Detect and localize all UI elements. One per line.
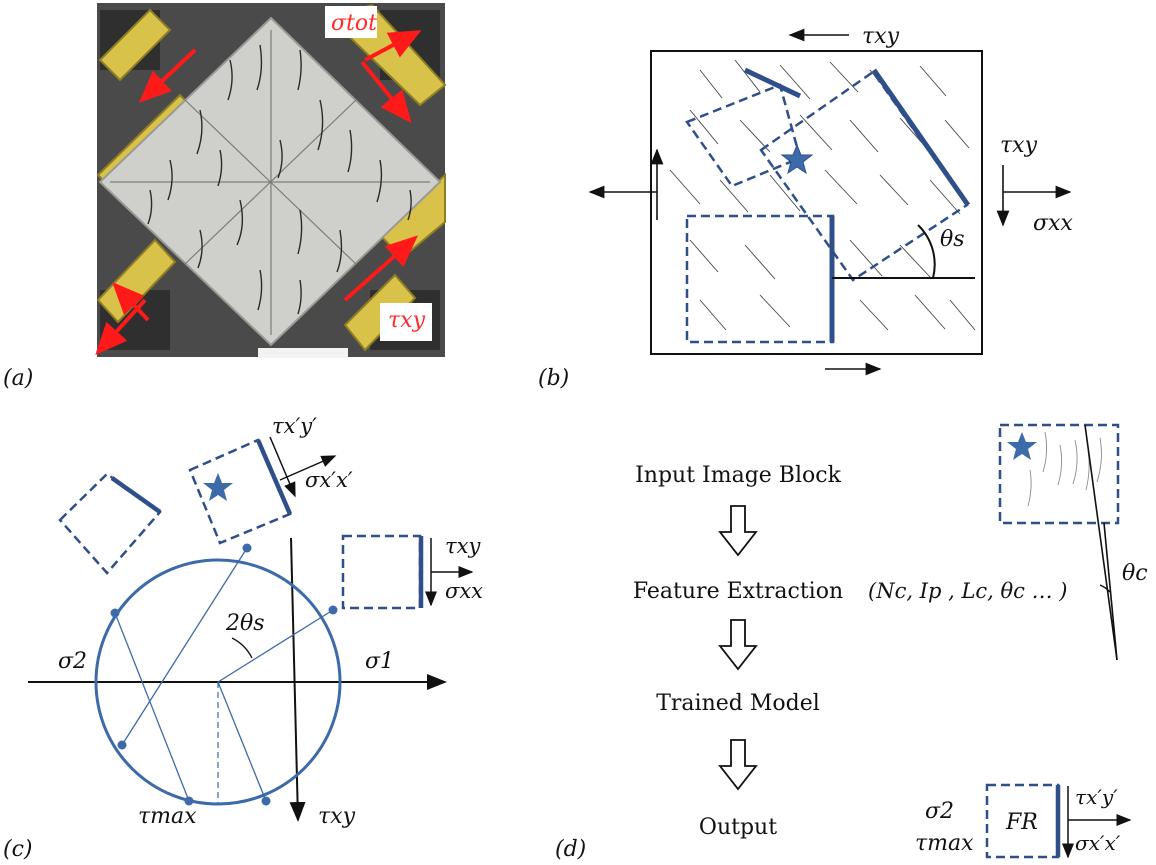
- element-rotated: [188, 438, 292, 545]
- element-right: [341, 534, 422, 610]
- specimen-square: [650, 50, 983, 355]
- star-icon: [780, 143, 814, 175]
- right-shear-label: τxy: [1000, 133, 1038, 158]
- block-rotated: [759, 70, 969, 282]
- panel-label-c: (c): [3, 837, 33, 862]
- tau-max-label: τmax: [138, 804, 197, 829]
- step-output: Output: [699, 815, 777, 840]
- rotated-shear-label: τx′y′: [272, 414, 317, 438]
- sigma2-label: σ2: [58, 649, 87, 674]
- output-shear-label: τx′y′: [1075, 785, 1118, 809]
- theta-s-label: θs: [940, 227, 965, 252]
- step-input-image-block: Input Image Block: [635, 463, 841, 488]
- right-normal-label: σxx: [1033, 211, 1073, 236]
- down-arrow-icon: [718, 505, 758, 791]
- right-element-normal-label: σxx: [445, 579, 483, 603]
- step-feature-extraction: Feature Extraction: [633, 579, 843, 604]
- panel-label-d: (d): [555, 837, 586, 862]
- panel-label-a: (a): [3, 366, 33, 391]
- output-element: FR τx′y′ σx′x′ σ2 τmax: [915, 783, 1132, 859]
- block-upper-left: [685, 83, 802, 188]
- panel-label-b: (b): [538, 366, 569, 391]
- step-trained-model: Trained Model: [656, 691, 820, 716]
- two-theta-s-label: 2θs: [225, 611, 265, 636]
- block-lower-left: [685, 214, 835, 344]
- panel-b: θs τxy τxy σxx: [588, 24, 1073, 376]
- tau-axis-label: τxy: [318, 804, 356, 829]
- element-left: [58, 472, 162, 575]
- panel-c: 2θs σ1 σ2 τmax τxy τx′y′ σx′x′ τxy σxx: [28, 414, 483, 829]
- rotated-normal-label: σx′x′: [305, 468, 353, 492]
- star-icon-c: [203, 473, 233, 501]
- features-label: (Nc, Ip , Lc, θc … ): [868, 579, 1067, 603]
- star-icon-d: [1007, 432, 1037, 460]
- top-shear-label: τxy: [862, 24, 900, 49]
- theta-c-label: θc: [1122, 561, 1148, 586]
- fr-label: FR: [1005, 810, 1038, 835]
- sigma1-label: σ1: [365, 649, 394, 674]
- sigma-tot-label: σtot: [331, 11, 377, 36]
- output-tau-max-label: τmax: [915, 831, 974, 856]
- panel-a-photo: σtot τxy: [95, 3, 447, 358]
- right-element-shear-label: τxy: [445, 534, 481, 558]
- mohr-circle: [94, 558, 342, 806]
- feature-block: θc (Nc, Ip , Lc, θc … ): [868, 423, 1148, 661]
- output-sigma2-label: σ2: [925, 799, 954, 824]
- panel-d: Input Image Block Feature Extraction Tra…: [633, 423, 1148, 859]
- output-normal-label: σx′x′: [1075, 831, 1121, 855]
- tau-xy-red-label: τxy: [388, 308, 426, 333]
